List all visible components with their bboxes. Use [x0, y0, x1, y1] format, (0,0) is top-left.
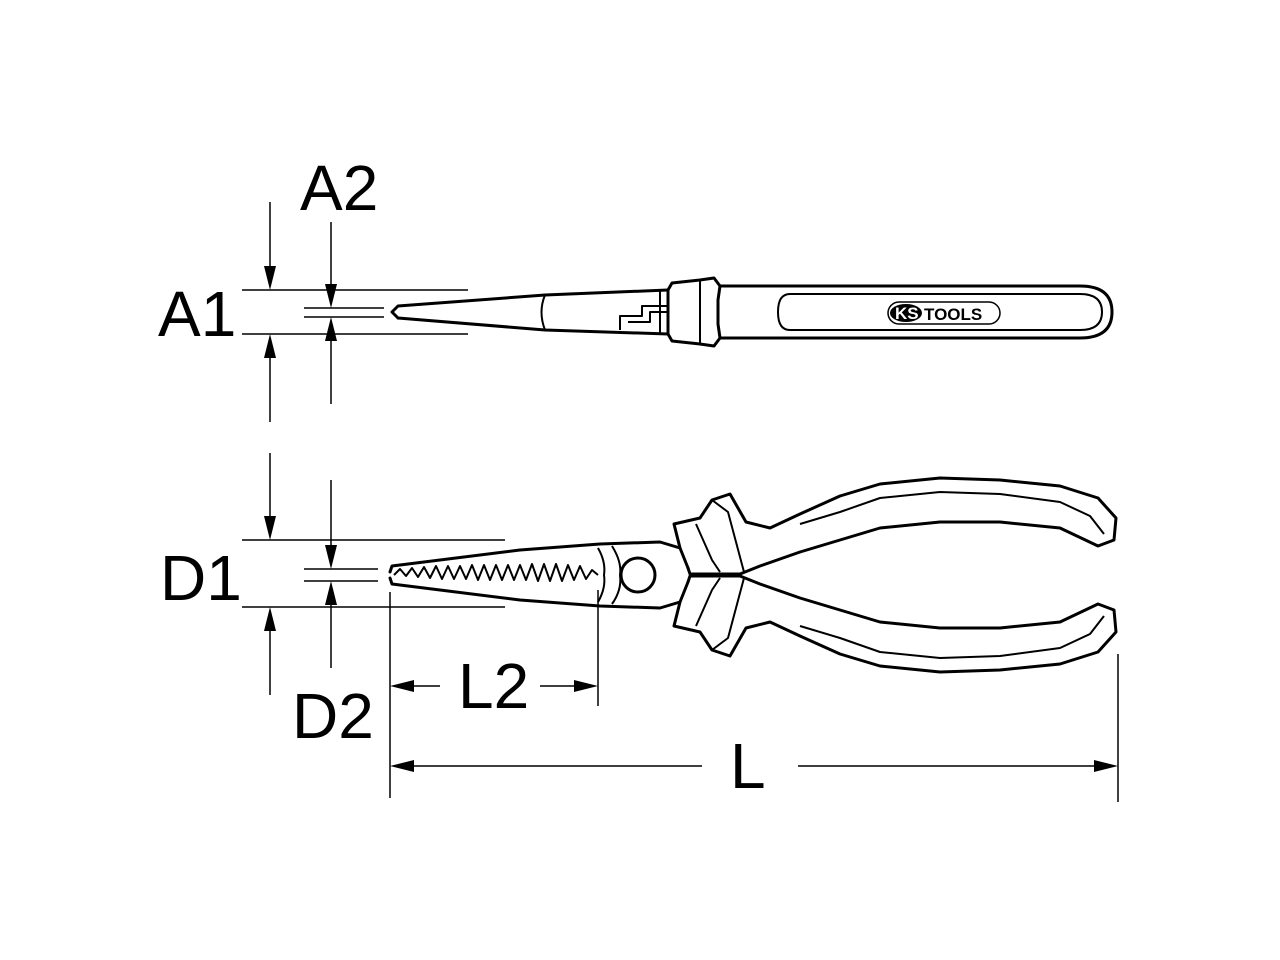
bottom-jaw-lower [388, 576, 690, 610]
pivot-rivet [619, 556, 657, 594]
l-arrow-left [390, 760, 414, 772]
upper-handle-grip-line [799, 491, 1105, 535]
top-handle-grip-insert [777, 293, 1103, 331]
label-l2: L2 [458, 650, 529, 722]
a1-arrow-top [264, 266, 276, 290]
bottom-view [242, 453, 1119, 802]
logo-ks-text: KS [895, 304, 919, 323]
jaw-cutter-edge [597, 547, 606, 603]
lower-handle-collar-line-2 [695, 577, 721, 627]
label-a1: A1 [158, 278, 236, 350]
logo-tools-text: TOOLS [924, 305, 982, 324]
top-handle-outline [718, 284, 1114, 340]
lower-handle-collar-line-1 [711, 577, 745, 651]
top-jaw-bevel [540, 294, 546, 331]
a1-arrow-bottom [264, 334, 276, 358]
jaw-serration [393, 563, 599, 582]
a2-arrow-bottom [325, 317, 337, 341]
upper-handle-collar-line-1 [711, 499, 745, 573]
l2-arrow-left [390, 680, 414, 692]
upper-handle-outline [672, 476, 1118, 576]
l-arrow-right [1094, 760, 1118, 772]
label-d2: D2 [292, 680, 374, 752]
l2-arrow-right [574, 680, 598, 692]
upper-handle-collar-line-2 [695, 523, 721, 573]
top-collar [666, 276, 722, 348]
d1-arrow-top [264, 516, 276, 540]
logo-ks-oval [890, 304, 922, 322]
top-jaw-outline [390, 288, 670, 336]
d2-arrow-top [325, 545, 337, 569]
brand-logo: KS TOOLS [887, 301, 1001, 325]
lower-handle-grip-line [799, 615, 1105, 659]
a2-arrow-top [325, 284, 337, 308]
lower-handle-outline [672, 574, 1118, 674]
d1-arrow-bottom [264, 607, 276, 631]
jaw-cutter-edge-2 [611, 545, 622, 605]
d2-arrow-bottom [325, 581, 337, 605]
label-d1: D1 [160, 542, 242, 614]
top-view: KS TOOLS [242, 202, 1114, 422]
label-a2: A2 [300, 152, 378, 224]
label-l: L [730, 730, 766, 802]
